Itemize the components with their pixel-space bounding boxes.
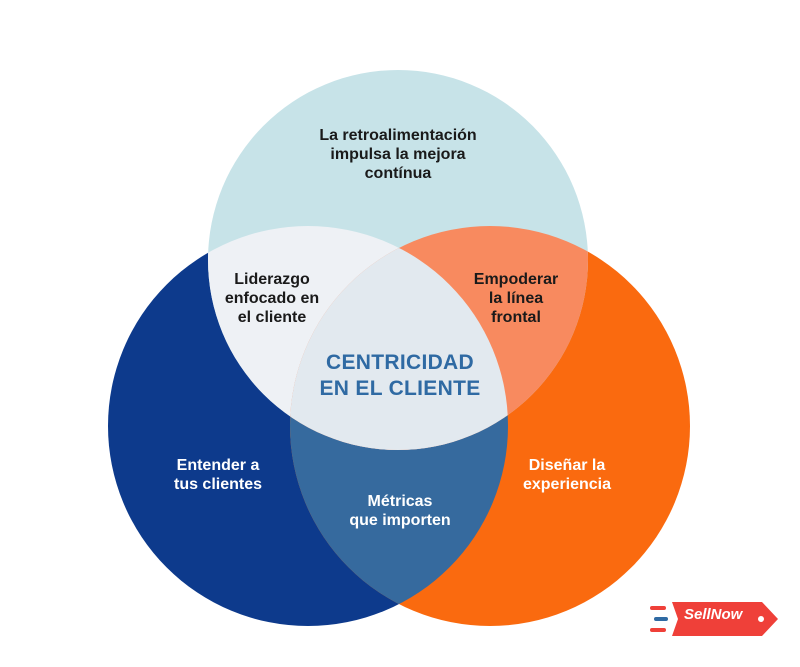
right-circle-label: Diseñar la experiencia <box>522 457 612 494</box>
top-right-overlap-label: Empoderar la línea frontal <box>473 271 559 327</box>
logo-speed-line <box>650 628 666 632</box>
bottom-overlap-label: Métricas que importen <box>349 493 451 530</box>
center-label: CENTRICIDAD EN EL CLIENTE <box>319 351 481 401</box>
logo-text: SellNow <box>684 606 743 623</box>
logo-arrow-shape <box>672 602 778 636</box>
top-left-overlap-label: Liderazgo enfocado en el cliente <box>224 271 320 327</box>
logo-speed-line <box>654 617 668 621</box>
center-overlap <box>290 226 508 450</box>
logo-speed-line <box>650 606 666 610</box>
sellnow-logo <box>650 602 778 636</box>
left-circle-label: Entender a tus clientes <box>173 457 263 494</box>
top-circle-label: La retroalimentación impulsa la mejora c… <box>319 127 477 183</box>
logo-dot <box>758 616 764 622</box>
